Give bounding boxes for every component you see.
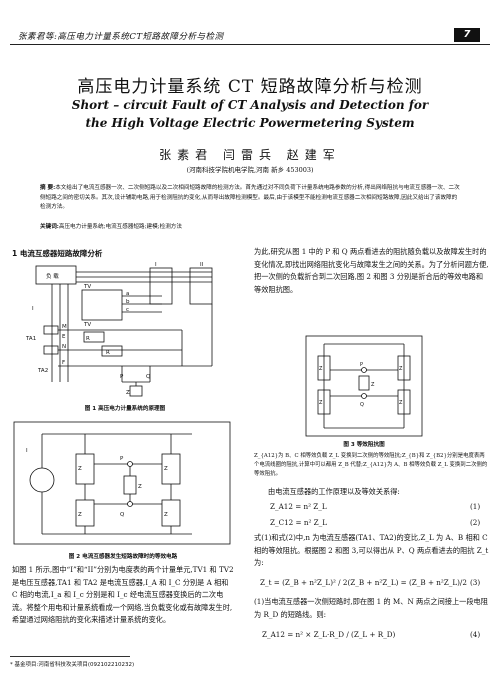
authors: 张素君 闫雷兵 赵建军 xyxy=(159,148,341,162)
equation-1-number: (1) xyxy=(470,502,481,511)
keywords-label: 关键词: xyxy=(40,224,59,230)
figure-1-caption: 图 1 高压电力计量系统的原理图 xyxy=(84,406,166,412)
equation-3-number: (3) xyxy=(470,578,481,587)
figure-3-impedance-diagram: Z Z P Q Z Z Z xyxy=(305,335,423,437)
right-paragraph-1: 为此,研究从图 1 中的 P 和 Q 两点看进去的阻抗随负载以及故障发生时的变化… xyxy=(254,247,489,294)
equation-4: Z_A12 = n² × Z_L·R_D / (Z_L + R_D) xyxy=(262,630,396,639)
right-paragraph-3: 式(1)和式(2)中,n 为电流互感器(TA1、TA2)的变比,Z_L 为 A、… xyxy=(254,533,489,567)
fig2-ZA12: Z xyxy=(164,466,168,472)
paper-title-en-1: Short – circuit Fault of CT Analysis and… xyxy=(71,98,429,112)
fig1-N: N xyxy=(62,344,66,350)
fig1-a: a xyxy=(126,291,129,297)
fig1-P: P xyxy=(120,374,124,380)
fig1-unit-I: I xyxy=(155,262,157,268)
footnote: * 基金项目:河南省科技攻关项目(092102210232) xyxy=(10,662,135,668)
equation-2-number: (2) xyxy=(470,518,481,527)
figure-2-caption: 图 2 电流互感器发生短路故障时的等效电路 xyxy=(68,554,178,560)
equation-1: Z_A12 = n² Z_L xyxy=(270,502,327,511)
figure-3-caption: 图 3 等效阻抗图 xyxy=(343,442,385,448)
fig3-ZCt2: Z xyxy=(399,400,403,406)
page-header: 张素君等:高压电力计量系统CT短路故障分析与检测 7 xyxy=(0,0,500,46)
equation-3: Z_t = (Z_B + n²Z_L)² / 2(Z_B + n²Z_L) = … xyxy=(260,578,467,587)
fig1-F: F xyxy=(62,360,65,366)
fig3-P: P xyxy=(360,362,363,368)
section-1-title: 1 电流互感器短路故障分析 xyxy=(12,249,103,258)
fig1-TA2: TA2 xyxy=(37,368,48,374)
fig2-Q: Q xyxy=(120,512,125,518)
fig2-Z2: Z xyxy=(78,512,82,518)
fig2-ZCt: Z xyxy=(78,466,82,472)
fig1-TA1: TA1 xyxy=(25,336,36,342)
abstract-text: 本文给出了电流互感器一次、二次侧短路以及二次相间短路故障的检测方法。首先通过对不… xyxy=(40,185,460,210)
fig1-IA: I xyxy=(32,306,34,312)
paper-title-cn: 高压电力计量系统 CT 短路故障分析与检测 xyxy=(77,77,423,97)
fig3-ZA12: Z xyxy=(399,366,403,372)
header-divider xyxy=(10,44,490,45)
fig1-b: b xyxy=(126,299,130,305)
figure-3-note: Z_{A12}为 B、C 相等效负载 Z_L 变换到二次侧的等效阻抗;Z_{B}… xyxy=(254,453,488,477)
fig1-E: E xyxy=(62,334,66,340)
keywords: 关键词:高压电力计量系统;电流互感器短路;建模;检测方法 xyxy=(40,222,460,230)
running-title: 张素君等:高压电力计量系统CT短路故障分析与检测 xyxy=(18,32,224,42)
footnote-divider xyxy=(10,656,130,657)
fig1-Zt: Z xyxy=(126,390,130,396)
equation-2: Z_C12 = n² Z_L xyxy=(270,518,327,527)
fig3-ZB: Z xyxy=(319,400,323,406)
fig2-Zt: Z xyxy=(138,484,142,490)
fig1-Q: Q xyxy=(146,374,151,380)
affiliation: (河南科技学院机电学院,河南 新乡 453003) xyxy=(186,166,314,174)
fig2-P: P xyxy=(120,456,124,462)
fig2-Ic: I xyxy=(26,448,28,454)
fig3-Zt: Z xyxy=(371,382,375,388)
fig1-c: c xyxy=(126,307,129,313)
fig1-tv1: TV xyxy=(83,284,91,290)
fig2-ZB: Z xyxy=(164,512,168,518)
fig1-M: M xyxy=(62,324,67,330)
keywords-text: 高压电力计量系统;电流互感器短路;建模;检测方法 xyxy=(58,224,182,230)
fig3-Zct: Z xyxy=(319,366,323,372)
fig1-RA: R xyxy=(106,350,110,356)
left-paragraph: 如图 1 所示,图中“I”和“II”分别为电度表的两个计量单元,TV1 和 TV… xyxy=(12,565,234,624)
abstract: 摘 要:本文给出了电流互感器一次、二次侧短路以及二次相间短路故障的检测方法。首先… xyxy=(40,184,460,213)
equation-4-number: (4) xyxy=(470,630,481,639)
fig3-Q: Q xyxy=(360,402,364,408)
fig1-unit-II: II xyxy=(200,262,204,268)
fig1-RB: R xyxy=(86,336,90,342)
abstract-label: 摘 要: xyxy=(40,185,56,191)
figure-1-schematic: 负 载 I II TV TV a b c I M E N F TA1 TA2 R… xyxy=(25,262,213,397)
figure-2-equivalent-circuit: I Z P Q Z Z Z Z xyxy=(13,421,231,545)
fig1-load-label: 负 载 xyxy=(46,272,59,280)
fig1-tv2: TV xyxy=(83,322,91,328)
paper-title-en-2: the High Voltage Electric Powermetering … xyxy=(85,116,415,130)
page-number: 7 xyxy=(454,28,480,42)
right-paragraph-4: (1)当电流互感器一次侧短路时,即在图 1 的 M、N 两点之间接上一段电阻为 … xyxy=(254,597,488,619)
load-box xyxy=(35,265,77,285)
right-paragraph-2: 由电流互感器的工作原理以及等效关系得: xyxy=(268,487,400,496)
